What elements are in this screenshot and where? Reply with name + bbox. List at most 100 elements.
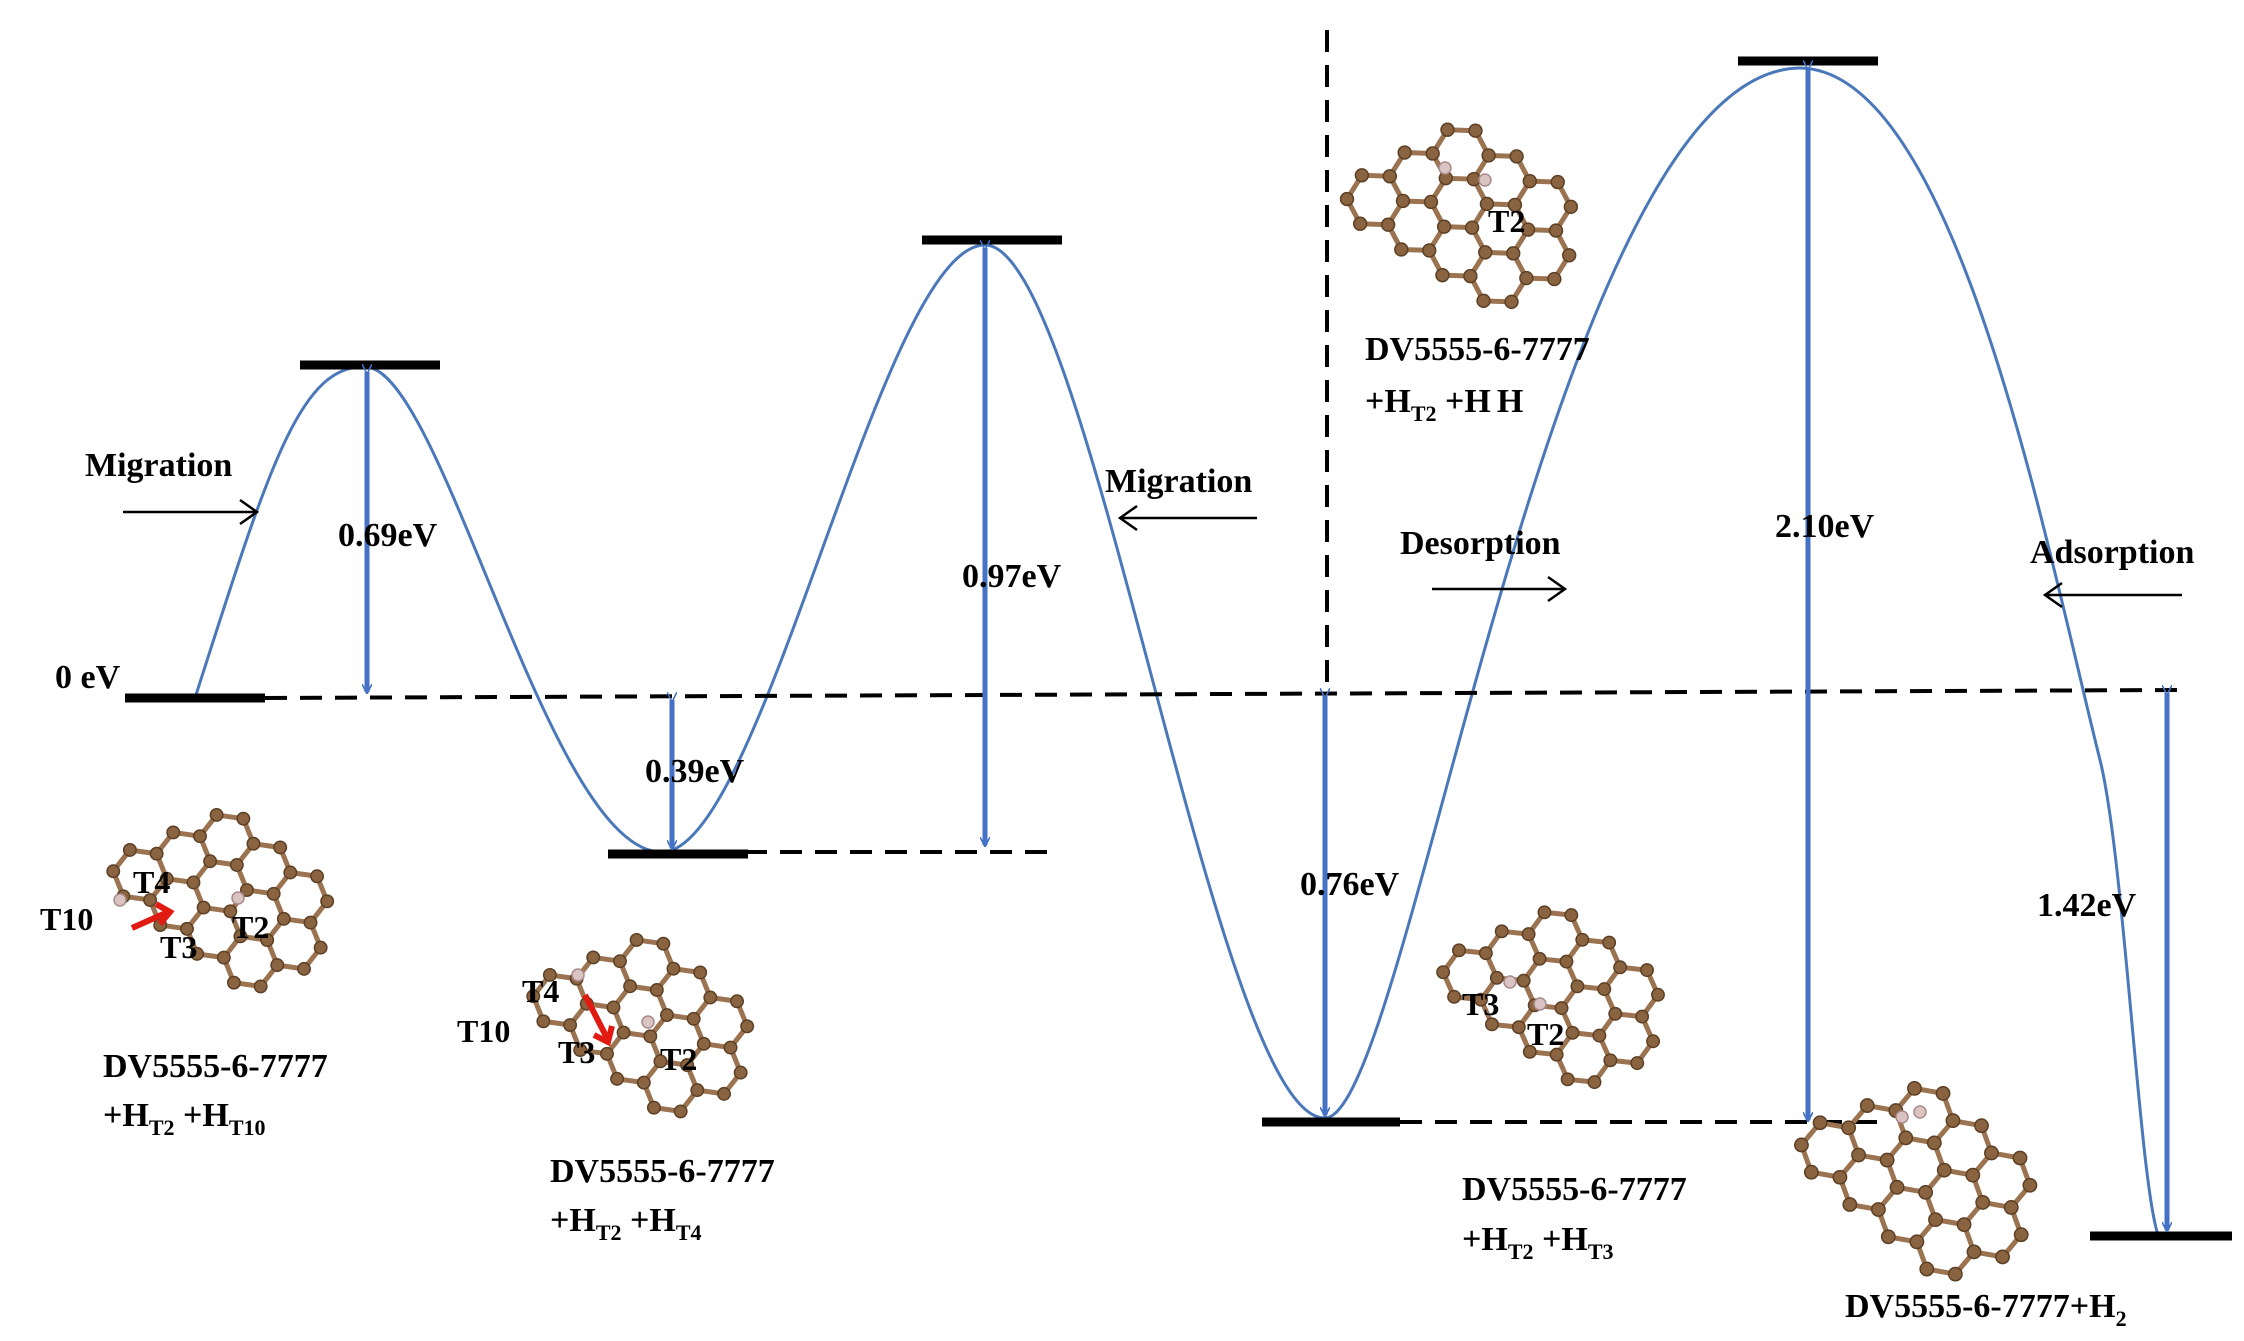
carbon-atom bbox=[196, 900, 211, 915]
migration-label-2: Migration bbox=[1105, 463, 1252, 500]
carbon-atom bbox=[1841, 1120, 1857, 1136]
carbon-atom bbox=[203, 854, 218, 869]
carbon-atom bbox=[1561, 248, 1577, 263]
carbon-atom bbox=[1803, 1164, 1819, 1180]
carbon-atom bbox=[190, 946, 205, 961]
carbon-atom bbox=[1975, 1195, 1991, 1210]
carbon-atom bbox=[270, 958, 285, 973]
carbon-atom bbox=[1481, 148, 1496, 163]
carbon-atom bbox=[1560, 1072, 1575, 1087]
svg-text:+HT2 +HT3: +HT2 +HT3 bbox=[1462, 1221, 1614, 1264]
molecule-model-1 bbox=[106, 807, 335, 994]
state-label-2: DV5555-6-7777 +HT2 +HT4 bbox=[550, 1153, 775, 1245]
molecule-model-3 bbox=[1436, 905, 1665, 1090]
carbon-atom bbox=[320, 894, 335, 909]
carbon-atom bbox=[613, 954, 627, 969]
carbon-atom bbox=[1928, 1212, 1943, 1228]
carbon-atom bbox=[273, 840, 288, 855]
carbon-atom bbox=[1485, 1017, 1499, 1032]
carbon-atom bbox=[1478, 946, 1493, 961]
svg-text:T10: T10 bbox=[40, 901, 93, 937]
svg-text:DV5555-6-7777+H2: DV5555-6-7777+H2 bbox=[1845, 1288, 2127, 1331]
carbon-atom bbox=[1965, 1167, 1981, 1183]
carbon-atom bbox=[1354, 168, 1370, 183]
carbon-atom bbox=[2022, 1177, 2038, 1193]
site-labels-molecule-1: T10 T4 T3 T2 bbox=[40, 864, 269, 965]
carbon-atom bbox=[1851, 1147, 1866, 1163]
carbon-atom bbox=[1842, 1197, 1858, 1212]
carbon-atom bbox=[313, 940, 328, 955]
carbon-atom bbox=[1507, 197, 1523, 213]
migration-highlight-arrow bbox=[130, 901, 175, 931]
carbon-atom bbox=[1919, 1261, 1935, 1277]
carbon-atom bbox=[297, 961, 311, 976]
carbon-atom bbox=[1918, 1184, 1934, 1200]
site-labels-molecule-2: T4 T10 T3 T2 bbox=[457, 973, 697, 1077]
carbon-atom bbox=[253, 979, 268, 994]
carbon-atom bbox=[1478, 245, 1493, 260]
carbon-atom bbox=[1476, 293, 1491, 309]
carbon-atom bbox=[1563, 199, 1579, 215]
carbon-atom bbox=[186, 875, 201, 890]
carbon-atom bbox=[680, 1058, 695, 1073]
carbon-atom bbox=[276, 911, 291, 926]
svg-text:+HT2 +HT10: +HT2 +HT10 bbox=[103, 1097, 266, 1140]
carbon-atom bbox=[1646, 1034, 1661, 1049]
carbon-atom bbox=[1435, 267, 1450, 283]
energy-label-0p97: 0.97eV bbox=[962, 558, 1062, 595]
carbon-atom bbox=[216, 950, 231, 965]
carbon-atom bbox=[266, 886, 281, 901]
svg-text:T2: T2 bbox=[660, 1041, 697, 1077]
svg-text:+HT2 +HT4: +HT2 +HT4 bbox=[550, 1202, 702, 1245]
carbon-atom bbox=[1395, 193, 1411, 209]
hydrogen-atom bbox=[641, 1015, 655, 1029]
carbon-atom bbox=[166, 825, 181, 840]
carbon-atom bbox=[1394, 242, 1409, 257]
svg-text:T4: T4 bbox=[133, 864, 170, 900]
carbon-atom bbox=[1425, 146, 1440, 161]
carbon-atom bbox=[310, 869, 325, 884]
process-arrows bbox=[123, 498, 2182, 609]
carbon-atom bbox=[659, 1008, 674, 1022]
carbon-atom bbox=[1548, 223, 1564, 238]
carbon-atom bbox=[616, 1025, 631, 1040]
svg-text:T3: T3 bbox=[558, 1034, 595, 1070]
energy-label-1p42: 1.42eV bbox=[2037, 887, 2137, 924]
carbon-atom bbox=[1966, 1244, 1982, 1260]
carbon-atom bbox=[1452, 943, 1466, 958]
carbon-atom bbox=[703, 990, 718, 1005]
carbon-atom bbox=[1935, 1086, 1951, 1101]
carbon-atom bbox=[573, 1043, 588, 1058]
carbon-atom bbox=[1382, 169, 1398, 184]
carbon-atom bbox=[122, 843, 137, 857]
state-label-5: DV5555-6-7777+H2 bbox=[1845, 1288, 2127, 1331]
carbon-atom bbox=[1575, 932, 1590, 947]
carbon-atom bbox=[1570, 979, 1585, 994]
svg-text:T2: T2 bbox=[1527, 1016, 1564, 1052]
reference-dashed-lines bbox=[264, 30, 2181, 1124]
carbon-atom bbox=[1422, 243, 1437, 258]
carbon-atom bbox=[1397, 145, 1412, 160]
svg-text:T2: T2 bbox=[1488, 203, 1525, 239]
carbon-atom bbox=[696, 1036, 711, 1051]
carbon-atom bbox=[1936, 1162, 1952, 1178]
svg-text:DV5555-6-7777: DV5555-6-7777 bbox=[1365, 331, 1590, 368]
carbon-atom bbox=[1463, 268, 1478, 284]
carbon-atom bbox=[283, 865, 298, 880]
carbon-atom bbox=[1554, 1001, 1569, 1016]
carbon-atom bbox=[1794, 1137, 1809, 1153]
carbon-atom bbox=[1602, 935, 1617, 950]
carbon-atom bbox=[666, 961, 681, 976]
carbon-atom bbox=[673, 1104, 688, 1119]
carbon-atom bbox=[1597, 982, 1612, 997]
zero-energy-label: 0 eV bbox=[55, 659, 121, 696]
carbon-atom bbox=[1832, 1169, 1848, 1185]
carbon-atom bbox=[260, 933, 275, 948]
carbon-atom bbox=[1603, 1053, 1618, 1068]
hydrogen-atom bbox=[1895, 1110, 1909, 1124]
carbon-atom bbox=[1549, 1047, 1564, 1062]
desorption-label: Desorption bbox=[1400, 525, 1561, 562]
site-labels-molecule-3: T3 T2 bbox=[1462, 986, 1564, 1052]
carbon-atom bbox=[236, 811, 251, 826]
